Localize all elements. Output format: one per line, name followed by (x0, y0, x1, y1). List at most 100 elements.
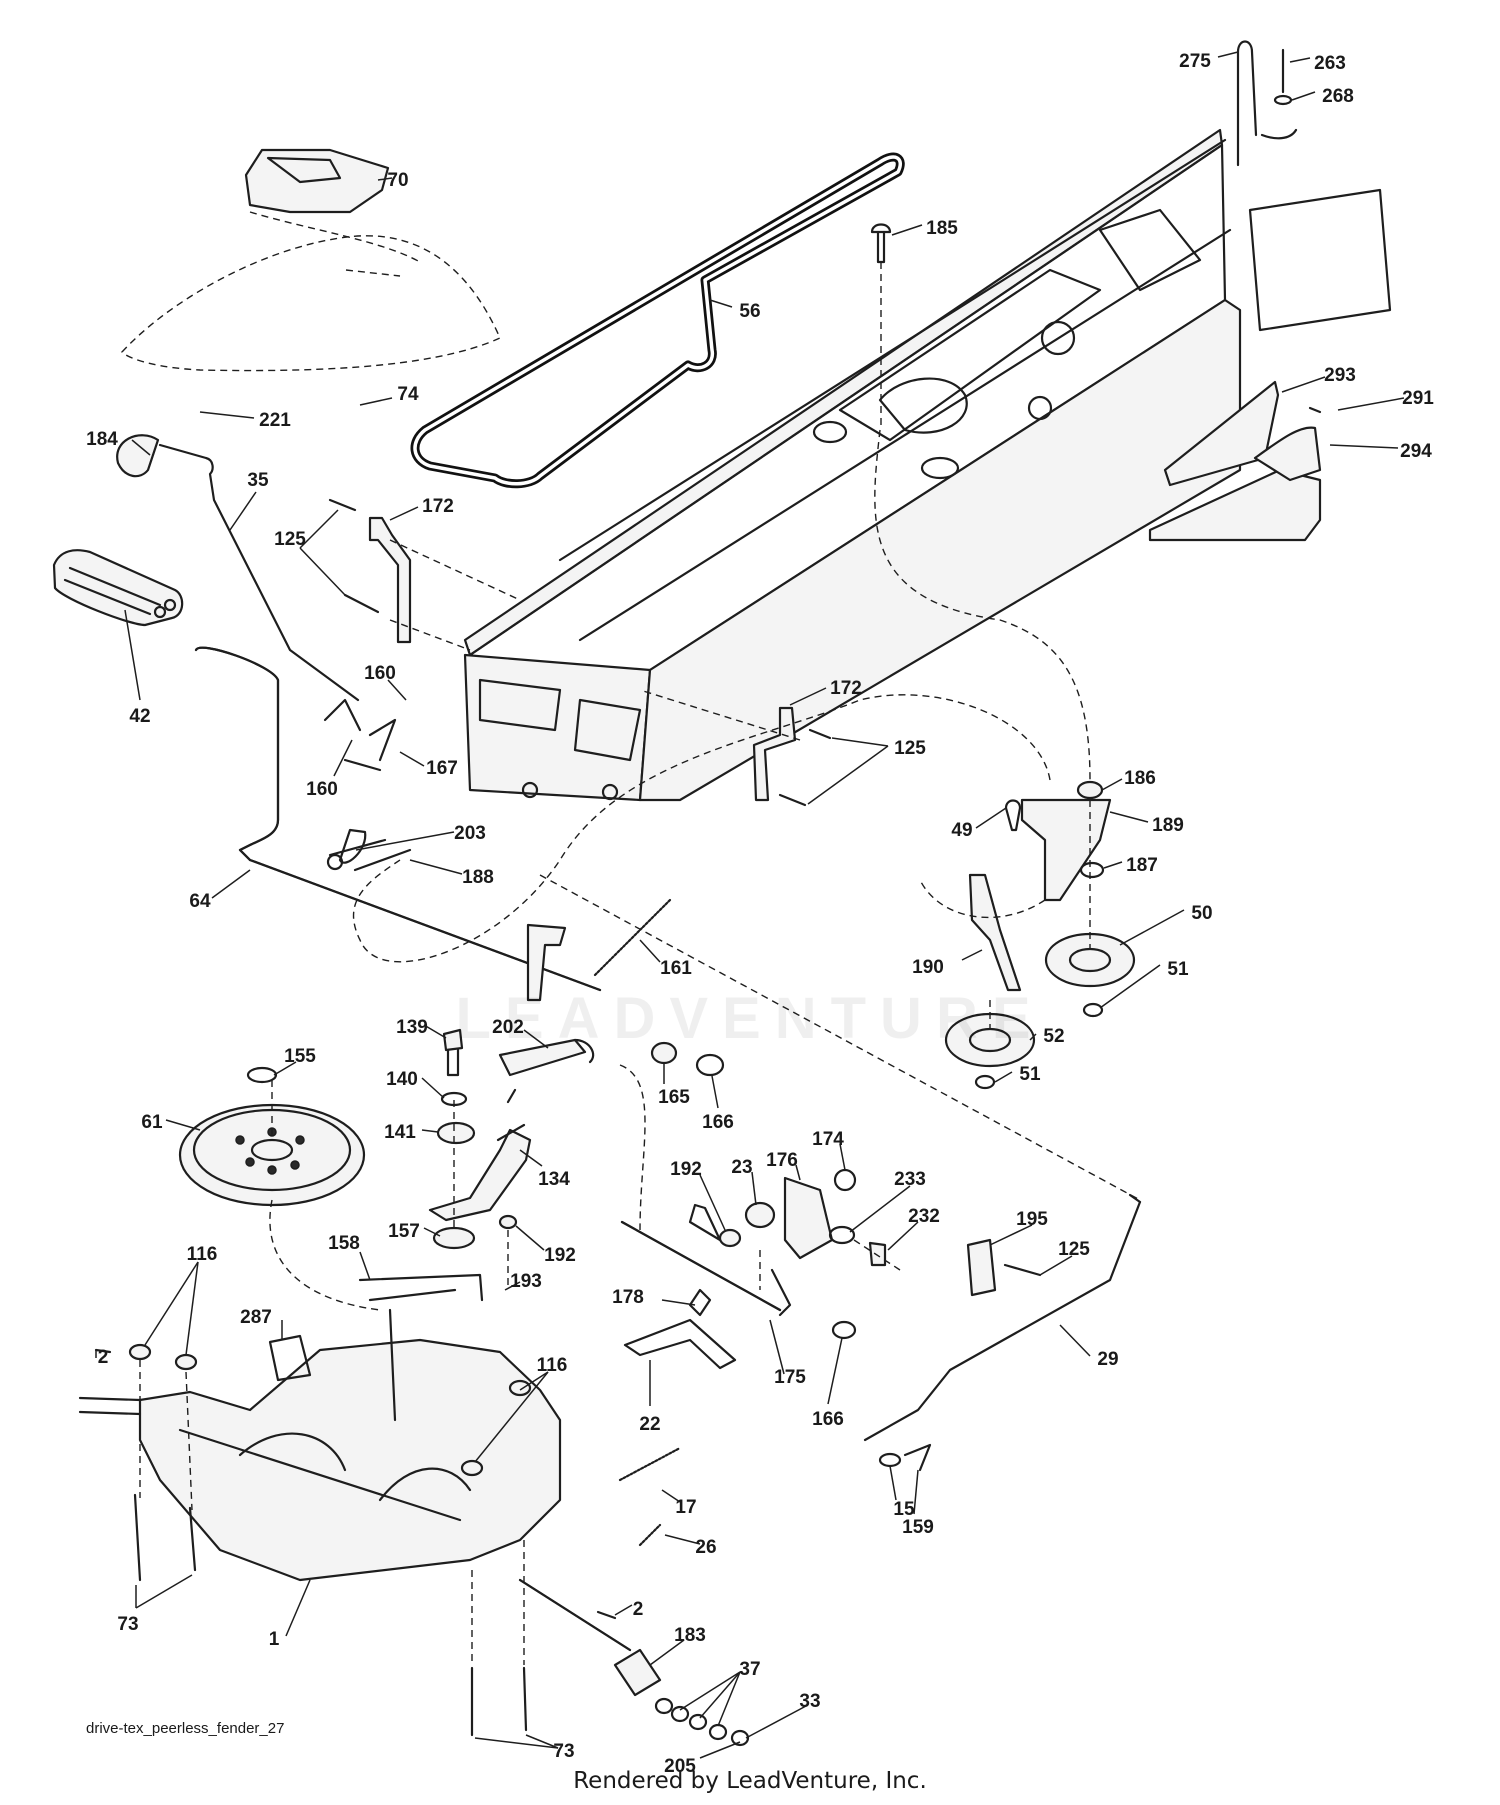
callout-187: 187 (1126, 855, 1158, 876)
callout-70: 70 (387, 170, 408, 191)
callout-33: 33 (799, 1691, 820, 1712)
transaxle-pulley (178, 1066, 366, 1207)
callout-134: 134 (538, 1169, 570, 1190)
callout-125: 125 (274, 529, 306, 550)
callout-2: 2 (633, 1599, 644, 1620)
callout-50: 50 (1191, 903, 1212, 924)
callout-141: 141 (384, 1122, 416, 1143)
callout-158: 158 (328, 1233, 360, 1254)
assembly-lines (139, 429, 1141, 1665)
callout-294: 294 (1400, 441, 1432, 462)
callout-49: 49 (951, 820, 972, 841)
callout-22: 22 (639, 1414, 660, 1435)
callout-202: 202 (492, 1017, 524, 1038)
callout-157: 157 (388, 1221, 420, 1242)
callout-51: 51 (1019, 1064, 1041, 1085)
callout-155: 155 (284, 1046, 316, 1067)
callout-37: 37 (739, 1659, 760, 1680)
callout-190: 190 (912, 957, 944, 978)
callout-185: 185 (926, 218, 958, 239)
idler-bracket-assembly (944, 780, 1136, 1090)
control-rod (863, 1193, 1142, 1472)
callout-116: 116 (537, 1355, 568, 1376)
callout-125: 125 (1058, 1239, 1090, 1260)
bracket-172-right (752, 706, 832, 807)
bracket-172-left (328, 498, 412, 644)
pedal-rod (116, 434, 360, 702)
callout-205: 205 (664, 1756, 696, 1777)
callout-52: 52 (1043, 1026, 1064, 1047)
callout-174: 174 (812, 1129, 844, 1150)
callout-189: 189 (1152, 815, 1184, 836)
callout-64: 64 (189, 891, 211, 912)
callout-29: 29 (1097, 1349, 1118, 1370)
callout-178: 178 (612, 1287, 644, 1308)
callout-1: 1 (269, 1629, 280, 1650)
callout-161: 161 (660, 958, 692, 979)
callout-160: 160 (306, 779, 338, 800)
callout-17: 17 (675, 1497, 696, 1518)
callout-116: 116 (187, 1244, 218, 1265)
callout-203: 203 (454, 823, 486, 844)
callout-195: 195 (1016, 1209, 1048, 1230)
callout-293: 293 (1324, 365, 1356, 386)
bolt-185 (870, 223, 892, 430)
callout-192: 192 (544, 1245, 576, 1266)
callout-139: 139 (396, 1017, 428, 1038)
callout-61: 61 (141, 1112, 163, 1133)
callout-192: 192 (670, 1159, 702, 1180)
callout-26: 26 (695, 1537, 716, 1558)
callout-186: 186 (1124, 768, 1156, 789)
brake-pedal (52, 549, 184, 627)
callout-125: 125 (894, 738, 926, 759)
callout-221: 221 (259, 410, 291, 431)
callout-232: 232 (908, 1206, 940, 1227)
callout-176: 176 (766, 1150, 798, 1171)
callout-23: 23 (731, 1157, 752, 1178)
cable-assembly (1236, 40, 1298, 167)
callout-175: 175 (774, 1367, 806, 1388)
callout-172: 172 (830, 678, 862, 699)
callout-268: 268 (1322, 86, 1354, 107)
callout-15: 15 (893, 1499, 915, 1520)
callout-233: 233 (894, 1169, 926, 1190)
callout-35: 35 (247, 470, 269, 491)
callout-172: 172 (422, 496, 454, 517)
callout-291: 291 (1402, 388, 1434, 409)
diagram-filename: drive-tex_peerless_fender_27 (86, 1720, 285, 1737)
drive-belt (410, 152, 905, 489)
leader-lines (95, 51, 1405, 1759)
side-panel-assembly (1148, 380, 1322, 542)
rendered-by-credit: Rendered by LeadVenture, Inc. (573, 1768, 927, 1794)
callout-166: 166 (702, 1112, 734, 1133)
callout-184: 184 (86, 429, 118, 450)
callout-73: 73 (553, 1741, 574, 1762)
callout-73: 73 (117, 1614, 138, 1635)
brake-linkage-assembly (620, 1168, 887, 1370)
callout-287: 287 (240, 1307, 272, 1328)
callout-165: 165 (658, 1087, 690, 1108)
callout-263: 263 (1314, 53, 1346, 74)
callout-166: 166 (812, 1409, 844, 1430)
callout-188: 188 (462, 867, 494, 888)
callout-56: 56 (739, 301, 760, 322)
linkage-parts-upper (323, 698, 672, 1002)
callout-160: 160 (364, 663, 396, 684)
callout-2: 2 (98, 1347, 109, 1368)
watermark-text: LEADVENTURE (455, 986, 1045, 1051)
callout-193: 193 (510, 1271, 542, 1292)
fasteners-middle (428, 1028, 725, 1250)
callout-74: 74 (397, 384, 419, 405)
callout-275: 275 (1179, 51, 1211, 72)
callout-42: 42 (129, 706, 150, 727)
fender-panel (121, 148, 501, 372)
callout-140: 140 (386, 1069, 418, 1090)
axle-washers (613, 1648, 750, 1747)
chassis-frame (463, 128, 1392, 802)
callout-167: 167 (426, 758, 458, 779)
callout-51: 51 (1167, 959, 1189, 980)
callout-183: 183 (674, 1625, 706, 1646)
transaxle (78, 1273, 682, 1737)
